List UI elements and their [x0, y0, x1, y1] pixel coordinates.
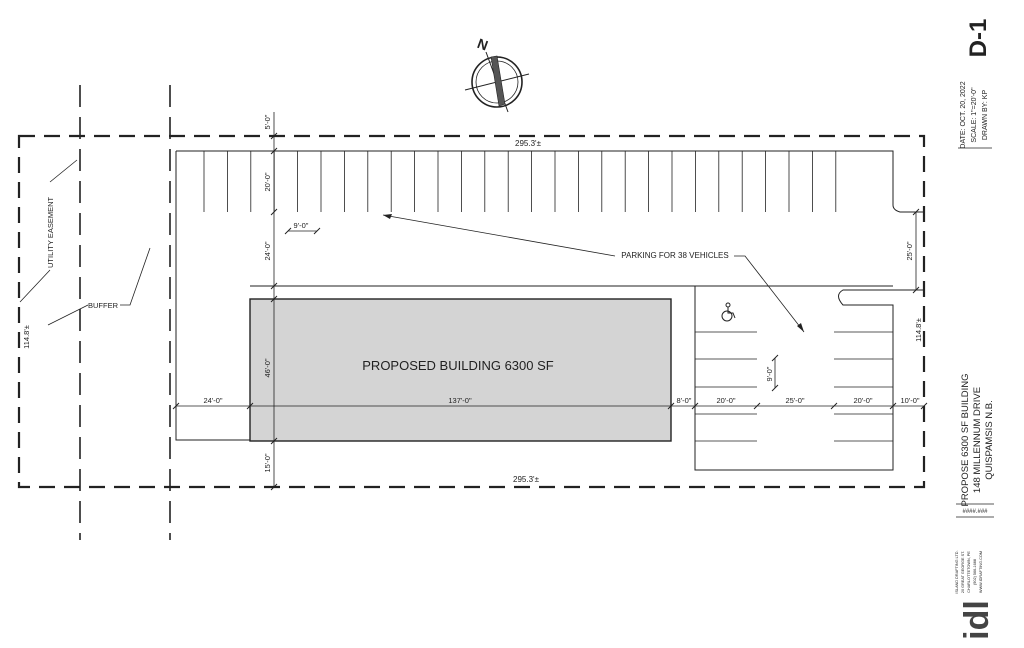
- company-city: CHARLOTTETOWN, PE: [967, 551, 971, 593]
- dimension-tick: [920, 402, 928, 410]
- north-label: N: [475, 35, 490, 53]
- dimension-tick: [270, 147, 278, 155]
- dimension-tick: [270, 437, 278, 445]
- dim-lot-bottom: 295.3'±: [513, 475, 540, 484]
- parking-label: PARKING FOR 38 VEHICLES: [621, 251, 728, 260]
- arrowhead: [383, 214, 392, 219]
- dimension-tick: [270, 132, 278, 140]
- dim-aisle: 24'-0": [263, 241, 272, 260]
- buffer-leader: [47, 247, 151, 326]
- utility-leader: [19, 159, 78, 303]
- dimension-tick: [912, 208, 920, 216]
- drive-aisle-edge: [250, 285, 893, 441]
- dimension-tick: [246, 402, 254, 410]
- company-phone: (902) 566-1688: [973, 559, 977, 585]
- arrowhead: [797, 323, 804, 332]
- dimension-tick: [270, 295, 278, 303]
- dimension-tick: [270, 282, 278, 290]
- pavement-outline: [175, 150, 925, 471]
- dim-entrance: 25'-0": [905, 241, 914, 260]
- dimension-tick: [830, 402, 838, 410]
- company-name: ISLAND DRAFTING LTD.: [955, 550, 959, 593]
- accessible-parking-icon: [721, 302, 736, 322]
- utility-easement-label: UTILITY EASEMENT: [46, 196, 55, 268]
- company-web: WWW.IDRAFTING.COM: [979, 551, 983, 593]
- dimension-tick: [753, 402, 761, 410]
- title-block: D-1 DATE: OCT. 20, 2022 SCALE: 1"=20'-0"…: [955, 19, 996, 640]
- dim-east-stall-2: 20'-0": [853, 396, 872, 405]
- sheet-drawn-by: DRAWN BY: KP: [982, 90, 989, 141]
- dimension-tick: [771, 384, 779, 392]
- company-street: 20 GREAT GEORGE ST.: [961, 551, 965, 593]
- dim-building-length: 137'-0": [448, 396, 472, 405]
- north-arrow-icon: [464, 51, 530, 113]
- parking-leader-right: [734, 255, 805, 333]
- project-line-1: PROPOSE 6300 SF BUILDING: [960, 373, 971, 506]
- building-label: PROPOSED BUILDING 6300 SF: [362, 358, 554, 373]
- parking-leader-left: [382, 214, 616, 257]
- dim-lot-left: 114.8'±: [22, 325, 31, 349]
- dimension-tick: [313, 227, 321, 235]
- dimension-tick: [172, 402, 180, 410]
- top-parking-stalls: [203, 151, 837, 212]
- project-number: ####.###: [962, 509, 988, 515]
- dim-lot-top: 295.3'±: [515, 139, 542, 148]
- dimension-tick: [912, 286, 920, 294]
- dim-stall-depth: 20'-0": [263, 172, 272, 191]
- sheet-date: DATE: OCT. 20, 2022: [960, 81, 967, 148]
- east-parking-stalls: [695, 331, 893, 442]
- dim-setback-top: 5'-0": [263, 114, 272, 129]
- dimension-tick: [691, 402, 699, 410]
- lot-boundary: [17, 134, 926, 489]
- dim-lot-right: 114.8'±: [914, 318, 923, 342]
- dim-east-aisle: 25'-0": [785, 396, 804, 405]
- sheet-scale: SCALE: 1"=20'-0": [971, 87, 978, 143]
- dim-setback-bottom: 15'-0": [263, 453, 272, 472]
- buffer-label: BUFFER: [88, 301, 119, 310]
- dim-stall-width-east: 9'-0": [765, 366, 774, 381]
- dimension-tick: [270, 483, 278, 491]
- dim-stall-width-top: 9'-0": [294, 221, 309, 230]
- dim-east-edge: 10'-0": [900, 396, 919, 405]
- dimension-tick: [889, 402, 897, 410]
- dimension-ticks: [172, 132, 928, 491]
- dimension-tick: [270, 208, 278, 216]
- project-line-2: 148 MILLENNUM DRIVE: [972, 387, 983, 493]
- dim-east-stall-1: 20'-0": [716, 396, 735, 405]
- proposed-building: [249, 298, 672, 442]
- dimension-tick: [771, 354, 779, 362]
- sheet-number: D-1: [965, 19, 992, 58]
- dimension-tick: [667, 402, 675, 410]
- dim-building-depth: 46'-0": [263, 358, 272, 377]
- project-line-3: QUISPAMSIS N.B.: [984, 400, 995, 480]
- dim-left-drive: 24'-0": [203, 396, 222, 405]
- company-logo: idl: [958, 600, 996, 640]
- dimension-tick: [284, 227, 292, 235]
- dim-gap: 8'-0": [677, 396, 692, 405]
